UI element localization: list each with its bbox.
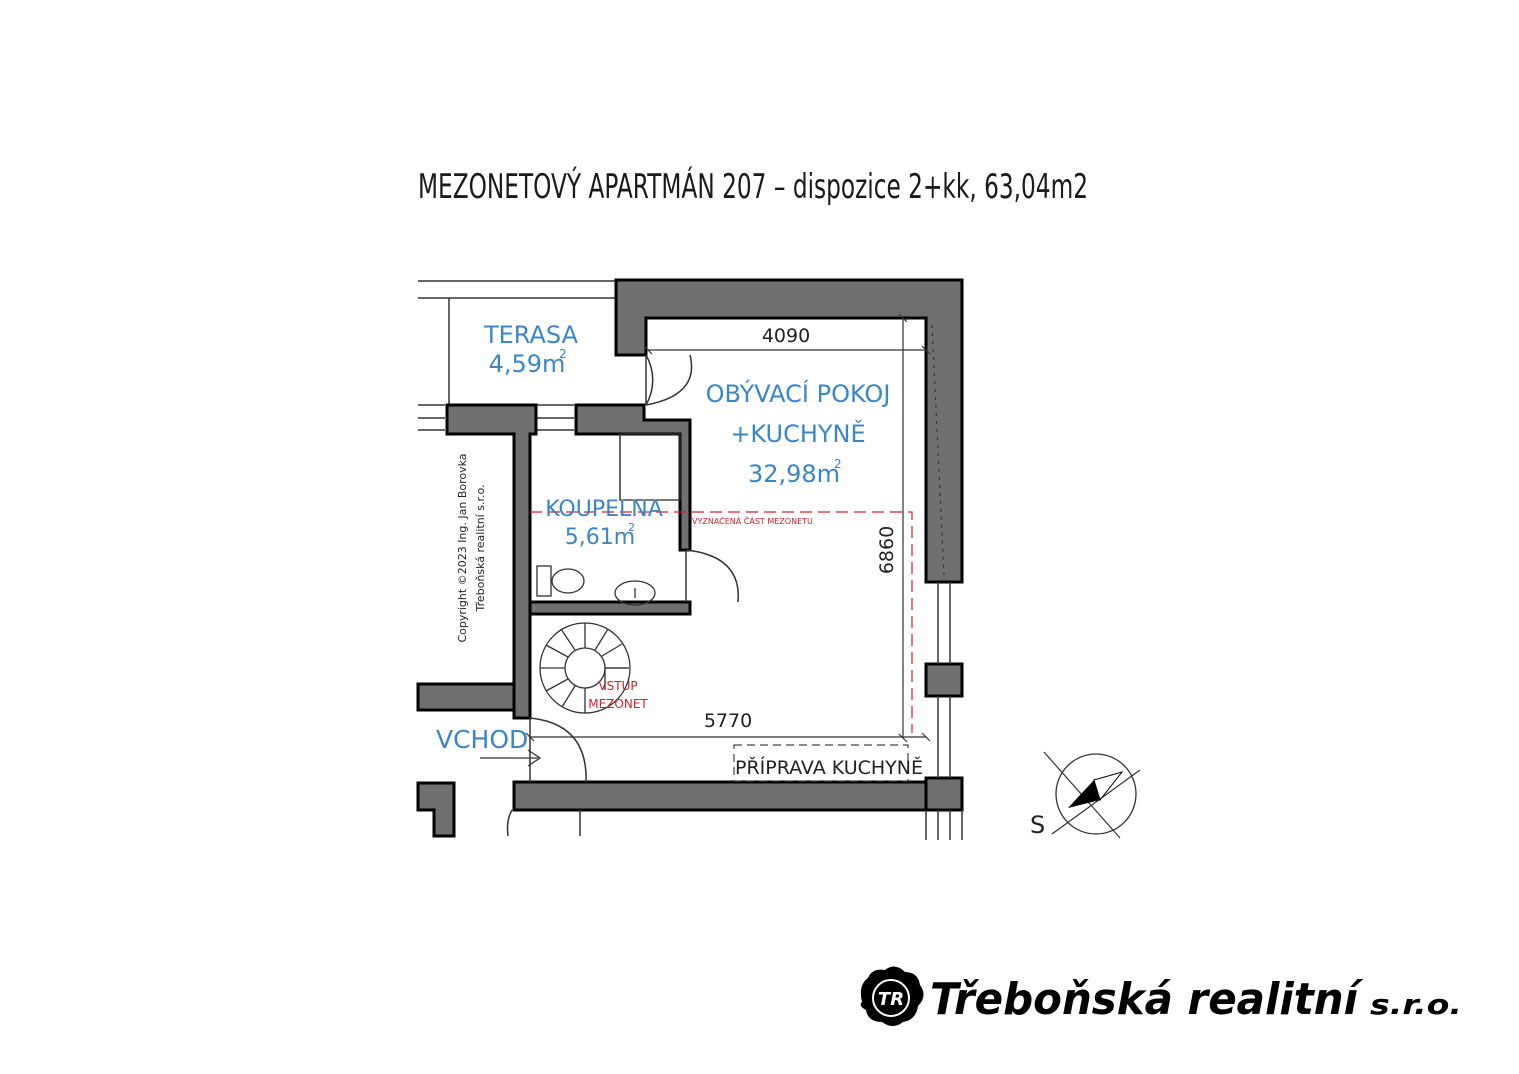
dimension-bottom: 5770: [704, 710, 752, 732]
vchod-label: VCHOD: [436, 725, 528, 754]
bathroom-fixtures: [536, 433, 681, 606]
mezonet-part-label: VYZNAČENÁ ČÁST MEZONETU: [692, 515, 813, 526]
obyvaci-area-sup: 2: [834, 457, 842, 471]
terasa-area-sup: 2: [559, 347, 567, 361]
dimension-right: 6860: [876, 526, 898, 574]
svg-text:TR: TR: [878, 989, 904, 1010]
koupelna-label: KOUPELNA: [545, 497, 663, 522]
page-title: MEZONETOVÝ APARTMÁN 207 – dispozice 2+kk…: [418, 166, 1088, 207]
compass-icon: [1043, 751, 1141, 839]
dimension-lines: [525, 313, 945, 743]
company-suffix: s.r.o.: [1370, 988, 1462, 1021]
entrance-arrow-icon: [480, 749, 542, 767]
terrace-railing: [418, 280, 616, 431]
koupelna-area-sup: 2: [628, 521, 635, 534]
obyvaci-area: 32,98m: [748, 460, 840, 488]
company-name: Třeboňská realitní: [930, 974, 1364, 1025]
copyright-line-1: Copyright ©2023 Ing. Jan Borovka: [456, 453, 469, 642]
copyright-line-2: Třeboňská realitní s.r.o.: [474, 485, 487, 613]
compass-letter: S: [1030, 811, 1045, 839]
windows: [579, 582, 963, 840]
vstup-label: VSTUP: [598, 679, 637, 693]
koupelna-area: 5,61m: [565, 525, 635, 550]
mezonet-label: MEZONET: [588, 697, 648, 711]
kitchen-prep-label: PŘÍPRAVA KUCHYNĚ: [735, 756, 923, 779]
walls: [416, 278, 964, 838]
terasa-label: TERASA: [483, 321, 579, 349]
terasa-area: 4,59m: [489, 350, 566, 378]
company-logo: TR: [860, 966, 924, 1026]
mezonet-outline: [530, 511, 913, 733]
obyvaci-label: OBÝVACÍ POKOJ: [706, 379, 891, 408]
kuchyne-label: +KUCHYNĚ: [730, 419, 865, 448]
spiral-staircase-icon: [539, 622, 631, 714]
dimension-top: 4090: [762, 325, 810, 347]
